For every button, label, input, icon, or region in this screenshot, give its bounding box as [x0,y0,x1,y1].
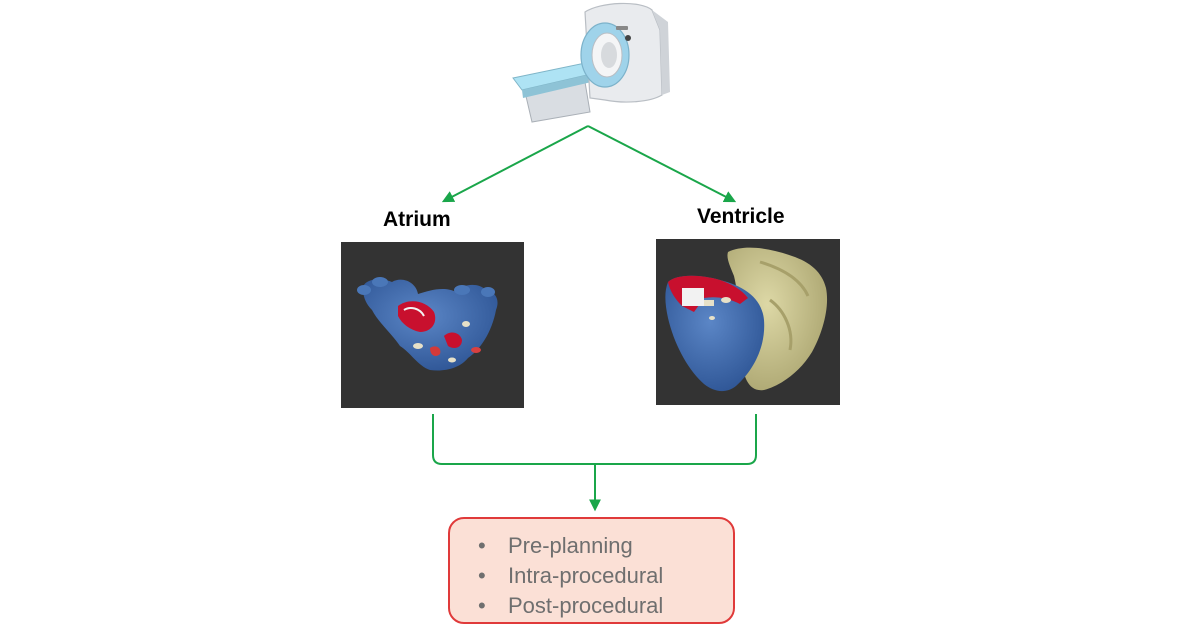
outcomes-box: •Pre-planning •Intra-procedural •Post-pr… [448,517,735,624]
branch-arrows [441,125,737,203]
merge-connector [432,414,757,512]
outcomes-list: •Pre-planning •Intra-procedural •Post-pr… [450,519,733,621]
arrow-to-atrium [441,125,589,203]
mri-scanner-icon [512,2,670,123]
atrium-image [341,242,524,408]
ventricle-image [656,239,840,405]
atrium-label: Atrium [383,208,451,231]
outcome-text: Pre-planning [508,533,633,558]
outcome-item: •Pre-planning [478,533,633,558]
outcome-item: •Intra-procedural [478,563,664,588]
ventricle-label: Ventricle [697,205,785,228]
outcome-text: Intra-procedural [508,563,664,588]
arrow-to-ventricle [587,125,737,203]
outcome-item: •Post-procedural [478,593,664,618]
outcome-text: Post-procedural [508,593,664,618]
